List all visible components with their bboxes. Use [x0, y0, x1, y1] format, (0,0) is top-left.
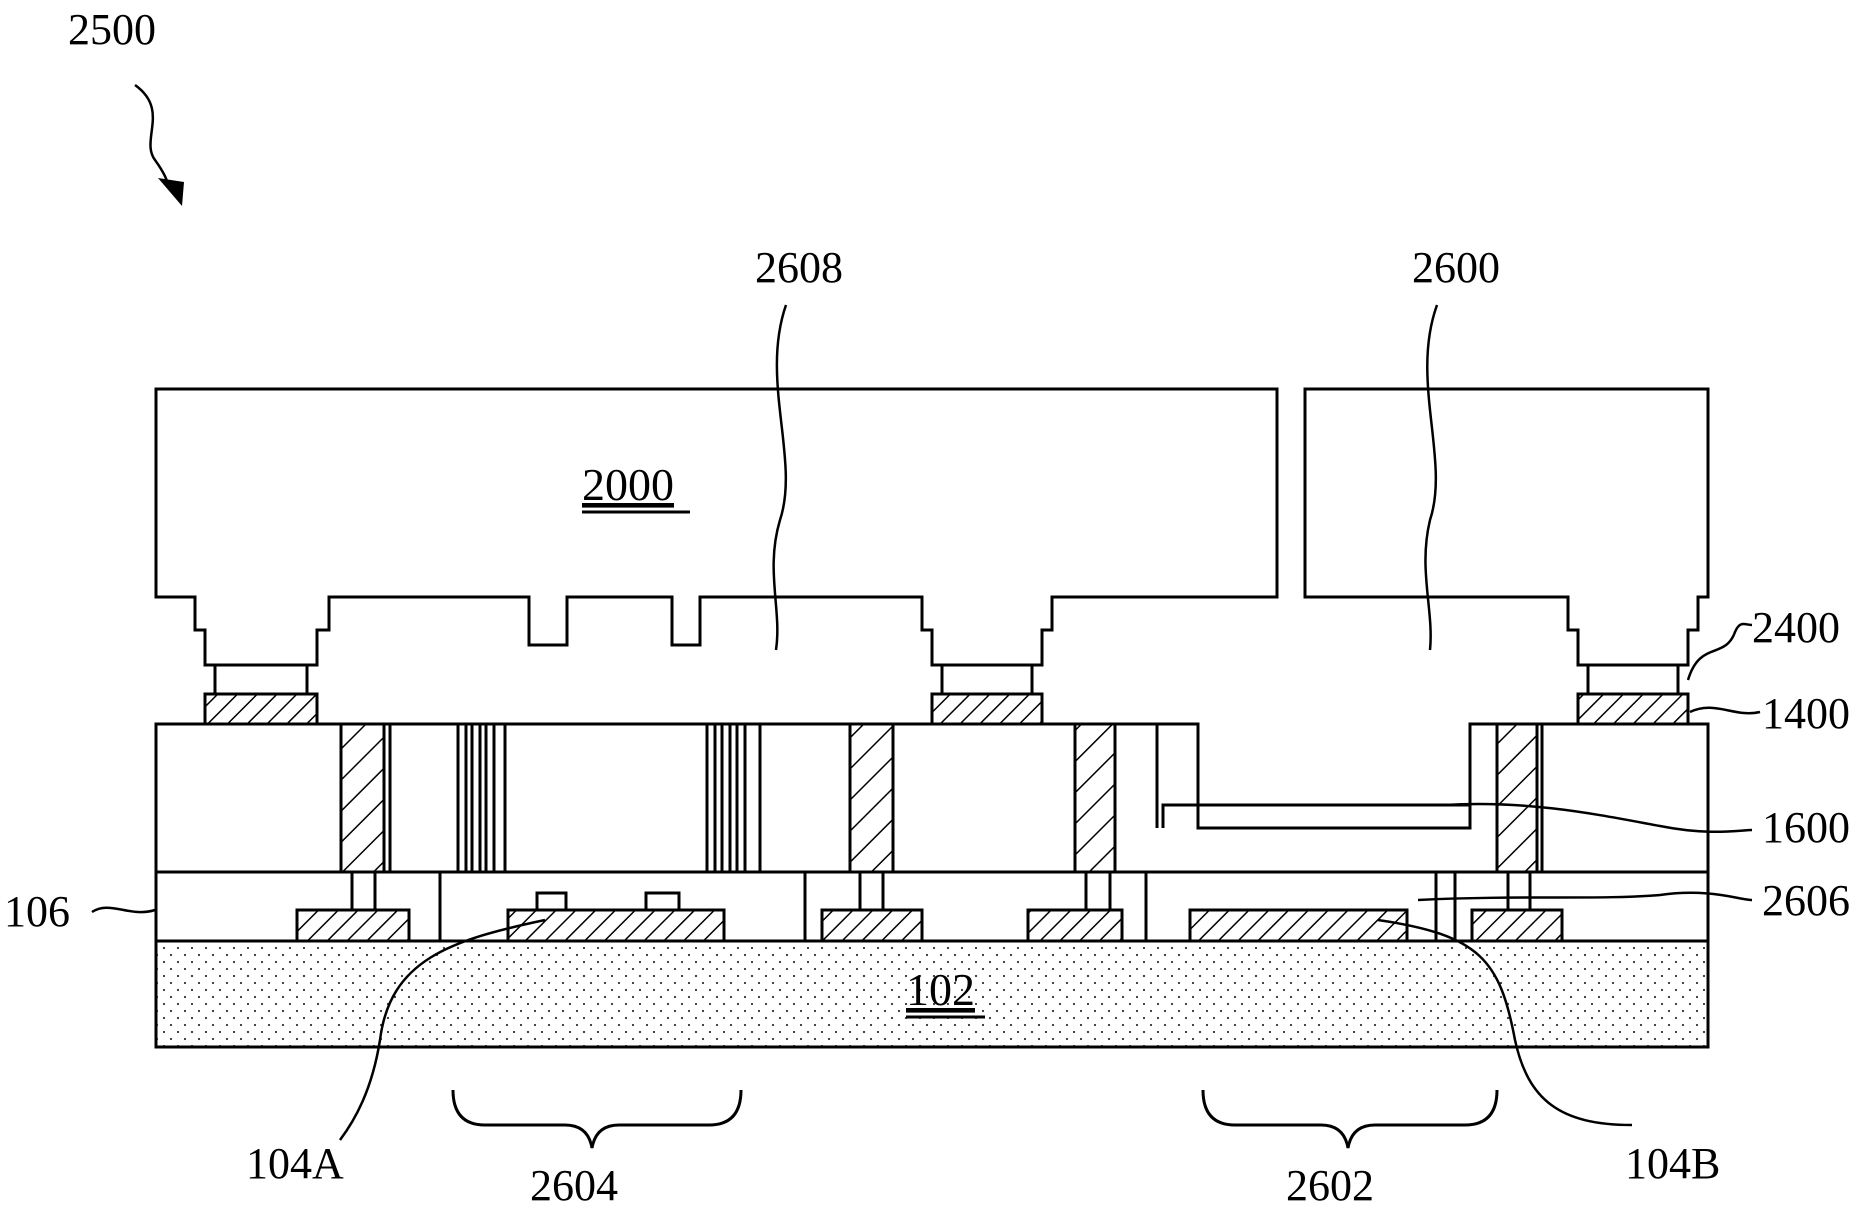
bond-pad-1400-left	[205, 694, 317, 724]
leader-106	[92, 908, 155, 912]
comb-right	[707, 724, 745, 872]
via-2	[850, 724, 893, 872]
label-2400: 2400	[1752, 603, 1840, 652]
via-3	[1075, 724, 1115, 872]
bond-pad-1400-right	[1578, 694, 1688, 724]
bond-layer-2400-middle	[942, 665, 1032, 694]
label-2608: 2608	[755, 243, 843, 292]
bond-pad-1400-middle	[932, 694, 1042, 724]
label-2604: 2604	[530, 1161, 618, 1210]
leader-1400	[1690, 708, 1760, 713]
label-2500: 2500	[68, 5, 156, 54]
label-2602: 2602	[1286, 1161, 1374, 1210]
label-104B: 104B	[1625, 1139, 1720, 1188]
cap-die-2000	[156, 389, 1277, 665]
bond-layer-2400-right	[1588, 665, 1678, 694]
label-1400: 1400	[1762, 689, 1850, 738]
figure-ref-arrow	[135, 85, 170, 190]
label-2000: 2000	[582, 459, 674, 510]
bump-2	[646, 893, 679, 910]
bottom-pad-1	[297, 910, 409, 941]
label-2600: 2600	[1412, 243, 1500, 292]
via-4	[1497, 724, 1537, 872]
comb-left	[458, 724, 494, 872]
electrode-104A	[508, 910, 724, 941]
bump-1	[537, 893, 566, 910]
brace-2602	[1203, 1090, 1497, 1148]
cap-die-right	[1305, 389, 1708, 665]
leader-2400	[1688, 624, 1752, 680]
label-1600: 1600	[1762, 803, 1850, 852]
label-102: 102	[906, 964, 975, 1015]
label-104A: 104A	[246, 1139, 344, 1188]
figure-ref-arrowhead	[158, 178, 184, 206]
bond-layer-2400-left	[215, 665, 307, 694]
cavity-floor	[1163, 805, 1470, 828]
bottom-pad-6	[1472, 910, 1562, 941]
electrode-104B	[1190, 910, 1407, 941]
brace-2604	[453, 1090, 741, 1148]
label-2606: 2606	[1762, 876, 1850, 925]
bottom-pad-3	[822, 910, 922, 941]
bottom-pad-4	[1028, 910, 1122, 941]
via-1	[341, 724, 384, 872]
label-106: 106	[4, 887, 70, 936]
